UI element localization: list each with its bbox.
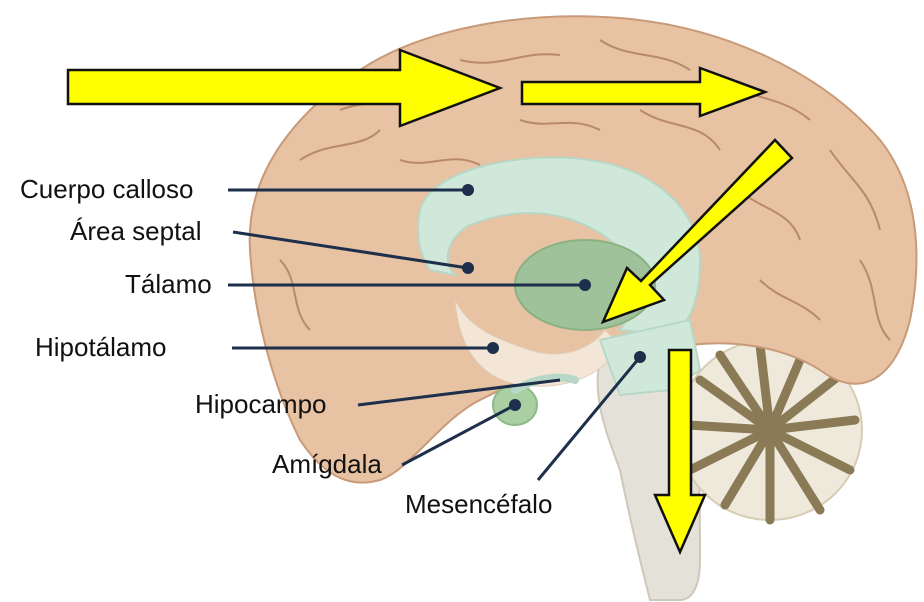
label-area-septal: Área septal [70, 216, 202, 246]
label-talamo: Tálamo [125, 269, 212, 299]
label-amigdala: Amígdala [272, 449, 382, 479]
label-hipocampo: Hipocampo [195, 389, 327, 419]
label-hipotalamo: Hipotálamo [35, 332, 167, 362]
label-mesencefalo: Mesencéfalo [405, 489, 552, 519]
label-cuerpo-calloso: Cuerpo calloso [20, 174, 193, 204]
